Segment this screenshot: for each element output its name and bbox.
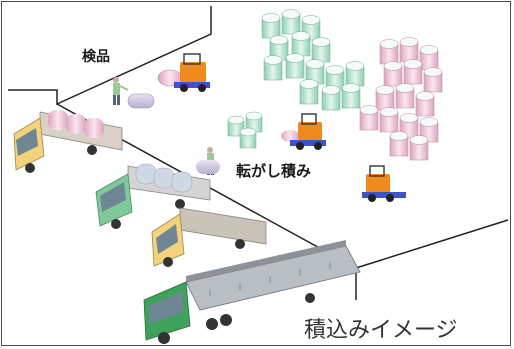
paper-roll-icon: [399, 37, 419, 63]
truck-icon: [95, 160, 220, 229]
paper-roll-icon: [239, 127, 257, 149]
paper-roll-icon: [415, 91, 435, 117]
paper-roll-icon: [311, 37, 331, 63]
paper-roll-icon: [261, 13, 281, 39]
paper-roll-icon: [345, 61, 365, 87]
paper-roll-icon: [379, 107, 399, 133]
paper-roll-icon: [321, 85, 341, 111]
paper-roll-icon: [403, 59, 423, 85]
pink-roll-stacks: [359, 37, 443, 161]
paper-roll-icon: [281, 9, 301, 35]
paper-roll-icon: [409, 135, 429, 161]
paper-roll-icon: [341, 83, 361, 109]
paper-roll-icon: [423, 67, 443, 93]
paper-roll-icon: [379, 39, 399, 65]
green-roll-group: [227, 111, 263, 149]
paper-roll-icon: [359, 105, 379, 131]
paper-roll-icon: [269, 35, 289, 61]
paper-roll-icon: [263, 55, 283, 81]
paper-roll-icon: [299, 79, 319, 105]
paper-roll-icon: [291, 31, 311, 57]
inspection-label: 検品: [82, 49, 110, 65]
paper-roll-icon: [399, 113, 419, 139]
paper-roll-icon: [375, 85, 395, 111]
paper-roll-icon: [127, 93, 155, 109]
forklift-icon: [281, 113, 326, 150]
trailer-truck-icon: [143, 240, 361, 344]
forklift-icon: [157, 53, 210, 92]
green-roll-stacks: [261, 9, 365, 111]
caption-text: 積込みイメージ: [304, 318, 458, 343]
truck-icon: [13, 110, 123, 173]
paper-roll-icon: [285, 53, 305, 79]
paper-roll-icon: [305, 59, 325, 85]
worker-icon: [113, 77, 129, 105]
rolling-load-label: 転がし積み: [236, 162, 312, 180]
paper-roll-icon: [389, 131, 409, 157]
paper-roll-icon: [419, 45, 439, 71]
forklift-icon: [362, 165, 406, 202]
paper-roll-icon: [383, 61, 403, 87]
paper-roll-icon: [395, 83, 415, 109]
truck-icon: [151, 207, 267, 267]
